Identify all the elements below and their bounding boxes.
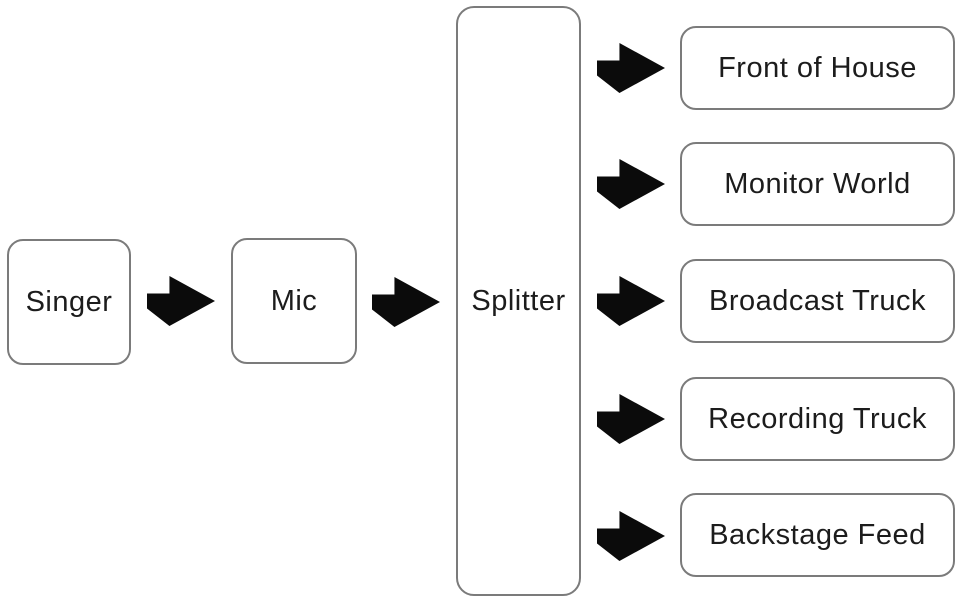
node-singer-label: Singer bbox=[25, 285, 113, 318]
arrow-right-icon bbox=[597, 276, 665, 326]
node-front-of-house-label: Front of House bbox=[718, 51, 917, 84]
arrow-right-icon bbox=[372, 277, 440, 327]
node-backstage-feed-label: Backstage Feed bbox=[709, 518, 926, 551]
node-recording-truck: Recording Truck bbox=[680, 377, 955, 461]
node-broadcast-truck: Broadcast Truck bbox=[680, 259, 955, 343]
arrow-right-icon bbox=[597, 159, 665, 209]
arrow-right-icon bbox=[147, 276, 215, 326]
node-splitter: Splitter bbox=[456, 6, 581, 596]
node-monitor-world: Monitor World bbox=[680, 142, 955, 226]
node-mic-label: Mic bbox=[270, 284, 318, 317]
arrow-right-icon bbox=[597, 394, 665, 444]
arrow-right-icon bbox=[597, 43, 665, 93]
node-monitor-world-label: Monitor World bbox=[724, 167, 911, 200]
node-splitter-label: Splitter bbox=[471, 284, 566, 317]
node-front-of-house: Front of House bbox=[680, 26, 955, 110]
node-mic: Mic bbox=[231, 238, 357, 364]
node-backstage-feed: Backstage Feed bbox=[680, 493, 955, 577]
node-recording-truck-label: Recording Truck bbox=[708, 402, 927, 435]
node-singer: Singer bbox=[7, 239, 131, 365]
node-broadcast-truck-label: Broadcast Truck bbox=[708, 284, 927, 317]
arrow-right-icon bbox=[597, 511, 665, 561]
